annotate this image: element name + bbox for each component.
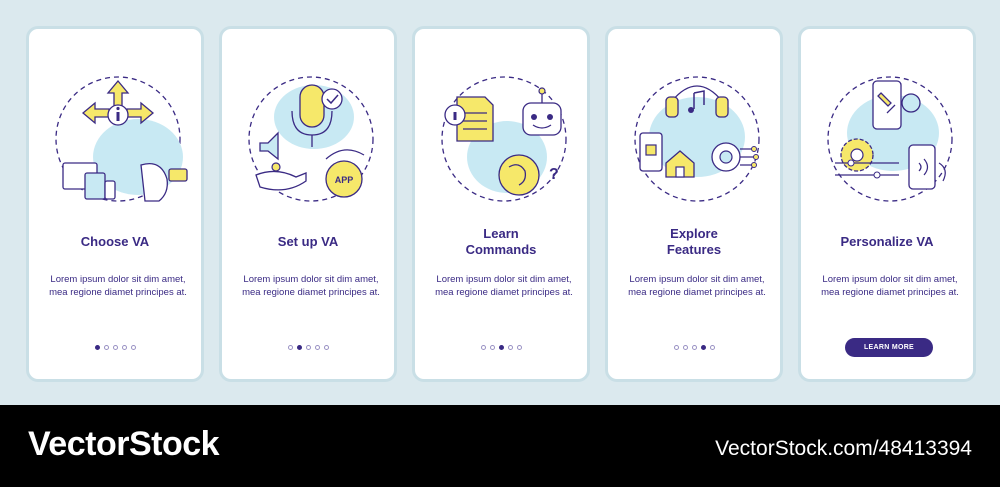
- card-body: Lorem ipsum dolor sit dim amet, mea regi…: [49, 274, 187, 298]
- page-dot[interactable]: [103, 345, 109, 350]
- page-dot[interactable]: [296, 345, 302, 350]
- card-title: Explore Features: [666, 226, 722, 257]
- pagination-dots: [608, 345, 780, 353]
- brand-logo: VectorStock: [28, 425, 220, 463]
- page-dot[interactable]: [673, 345, 679, 350]
- page-dot[interactable]: [516, 345, 522, 350]
- page-dot[interactable]: [489, 345, 495, 350]
- page-dot[interactable]: [314, 345, 320, 350]
- card-choose-va: Choose VA Lorem ipsum dolor sit dim amet…: [26, 26, 204, 382]
- page-dot[interactable]: [691, 345, 697, 350]
- page-dot[interactable]: [498, 345, 504, 350]
- card-body: Lorem ipsum dolor sit dim amet, mea regi…: [628, 274, 766, 298]
- svg-text:APP: APP: [335, 175, 354, 185]
- card-explore-features: Explore Features Lorem ipsum dolor sit d…: [605, 26, 783, 382]
- card-body: Lorem ipsum dolor sit dim amet, mea regi…: [435, 274, 573, 298]
- card-body: Lorem ipsum dolor sit dim amet, mea regi…: [821, 274, 959, 298]
- phone-settings-icon: [827, 76, 953, 202]
- headphones-music-icon: [634, 76, 760, 202]
- page-dot[interactable]: [323, 345, 329, 350]
- learn-more-button[interactable]: LEARN MORE: [845, 338, 933, 357]
- page-dot[interactable]: [480, 345, 486, 350]
- pagination-dots: [29, 345, 201, 353]
- pagination-dots: [415, 345, 587, 353]
- page-dot[interactable]: [112, 345, 118, 350]
- direction-arrows-icon: [55, 76, 188, 202]
- card-title: Choose VA: [80, 234, 150, 249]
- page-dot[interactable]: [94, 345, 100, 350]
- card-title: Learn Commands: [465, 226, 537, 257]
- page-dot[interactable]: [682, 345, 688, 350]
- page-dot[interactable]: [709, 345, 715, 350]
- onboarding-screens: Choose VA Lorem ipsum dolor sit dim amet…: [26, 26, 976, 382]
- page-dot[interactable]: [130, 345, 136, 350]
- pagination-dots: [222, 345, 394, 353]
- card-personalize-va: Personalize VA Lorem ipsum dolor sit dim…: [798, 26, 976, 382]
- page-dot[interactable]: [507, 345, 513, 350]
- microphone-check-icon: APP: [248, 76, 374, 202]
- image-id: VectorStock.com/48413394: [715, 437, 972, 460]
- page-dot[interactable]: [121, 345, 127, 350]
- card-learn-commands: ? Learn Commands Lorem ipsum dolor sit d…: [412, 26, 590, 382]
- page-dot[interactable]: [305, 345, 311, 350]
- watermark-footer: VectorStock VectorStock.com/48413394: [0, 405, 1000, 487]
- page-dot[interactable]: [700, 345, 706, 350]
- card-title: Personalize VA: [840, 234, 934, 249]
- card-body: Lorem ipsum dolor sit dim amet, mea regi…: [242, 274, 380, 298]
- card-title: Set up VA: [277, 234, 339, 249]
- page-dot[interactable]: [287, 345, 293, 350]
- card-set-up-va: APP Set up VA Lorem ipsum dolor sit dim …: [219, 26, 397, 382]
- chatbot-icon: ?: [441, 76, 567, 202]
- svg-text:?: ?: [549, 166, 559, 183]
